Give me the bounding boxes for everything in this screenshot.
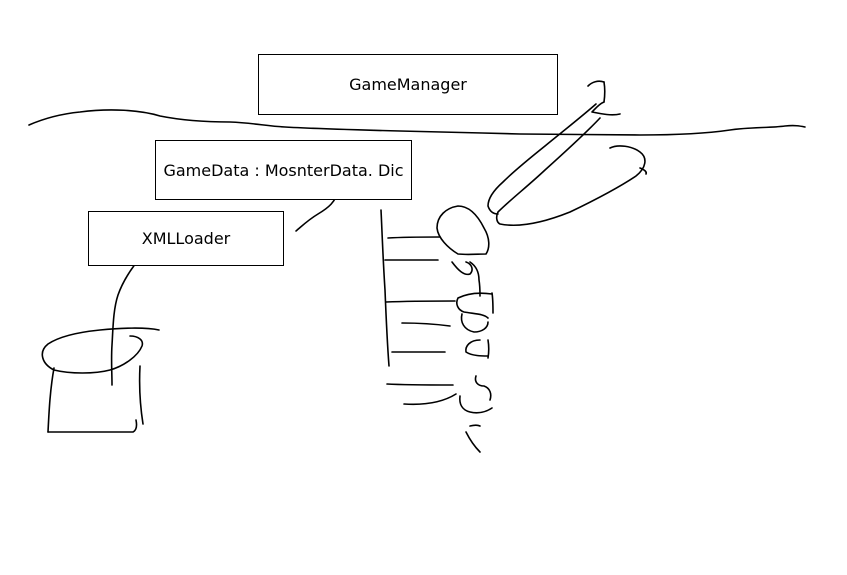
gamemanager-box: GameManager bbox=[258, 54, 558, 115]
xmlloader-box: XMLLoader bbox=[88, 211, 284, 266]
gamemanager-label: GameManager bbox=[349, 75, 467, 94]
pointer-sketch-shape bbox=[487, 80, 648, 227]
stacked-blobs-shape bbox=[436, 205, 494, 453]
list-sketch-shape bbox=[380, 209, 457, 406]
xmlloader-label: XMLLoader bbox=[141, 229, 231, 248]
xmlloader-connector-line bbox=[110, 249, 148, 386]
gamedata-label: GameData : MosnterData. Dic bbox=[163, 160, 404, 180]
horizon-wavy-line bbox=[28, 109, 806, 136]
storage-cylinder-shape bbox=[41, 327, 160, 433]
gamedata-box: GameData : MosnterData. Dic bbox=[155, 140, 412, 200]
